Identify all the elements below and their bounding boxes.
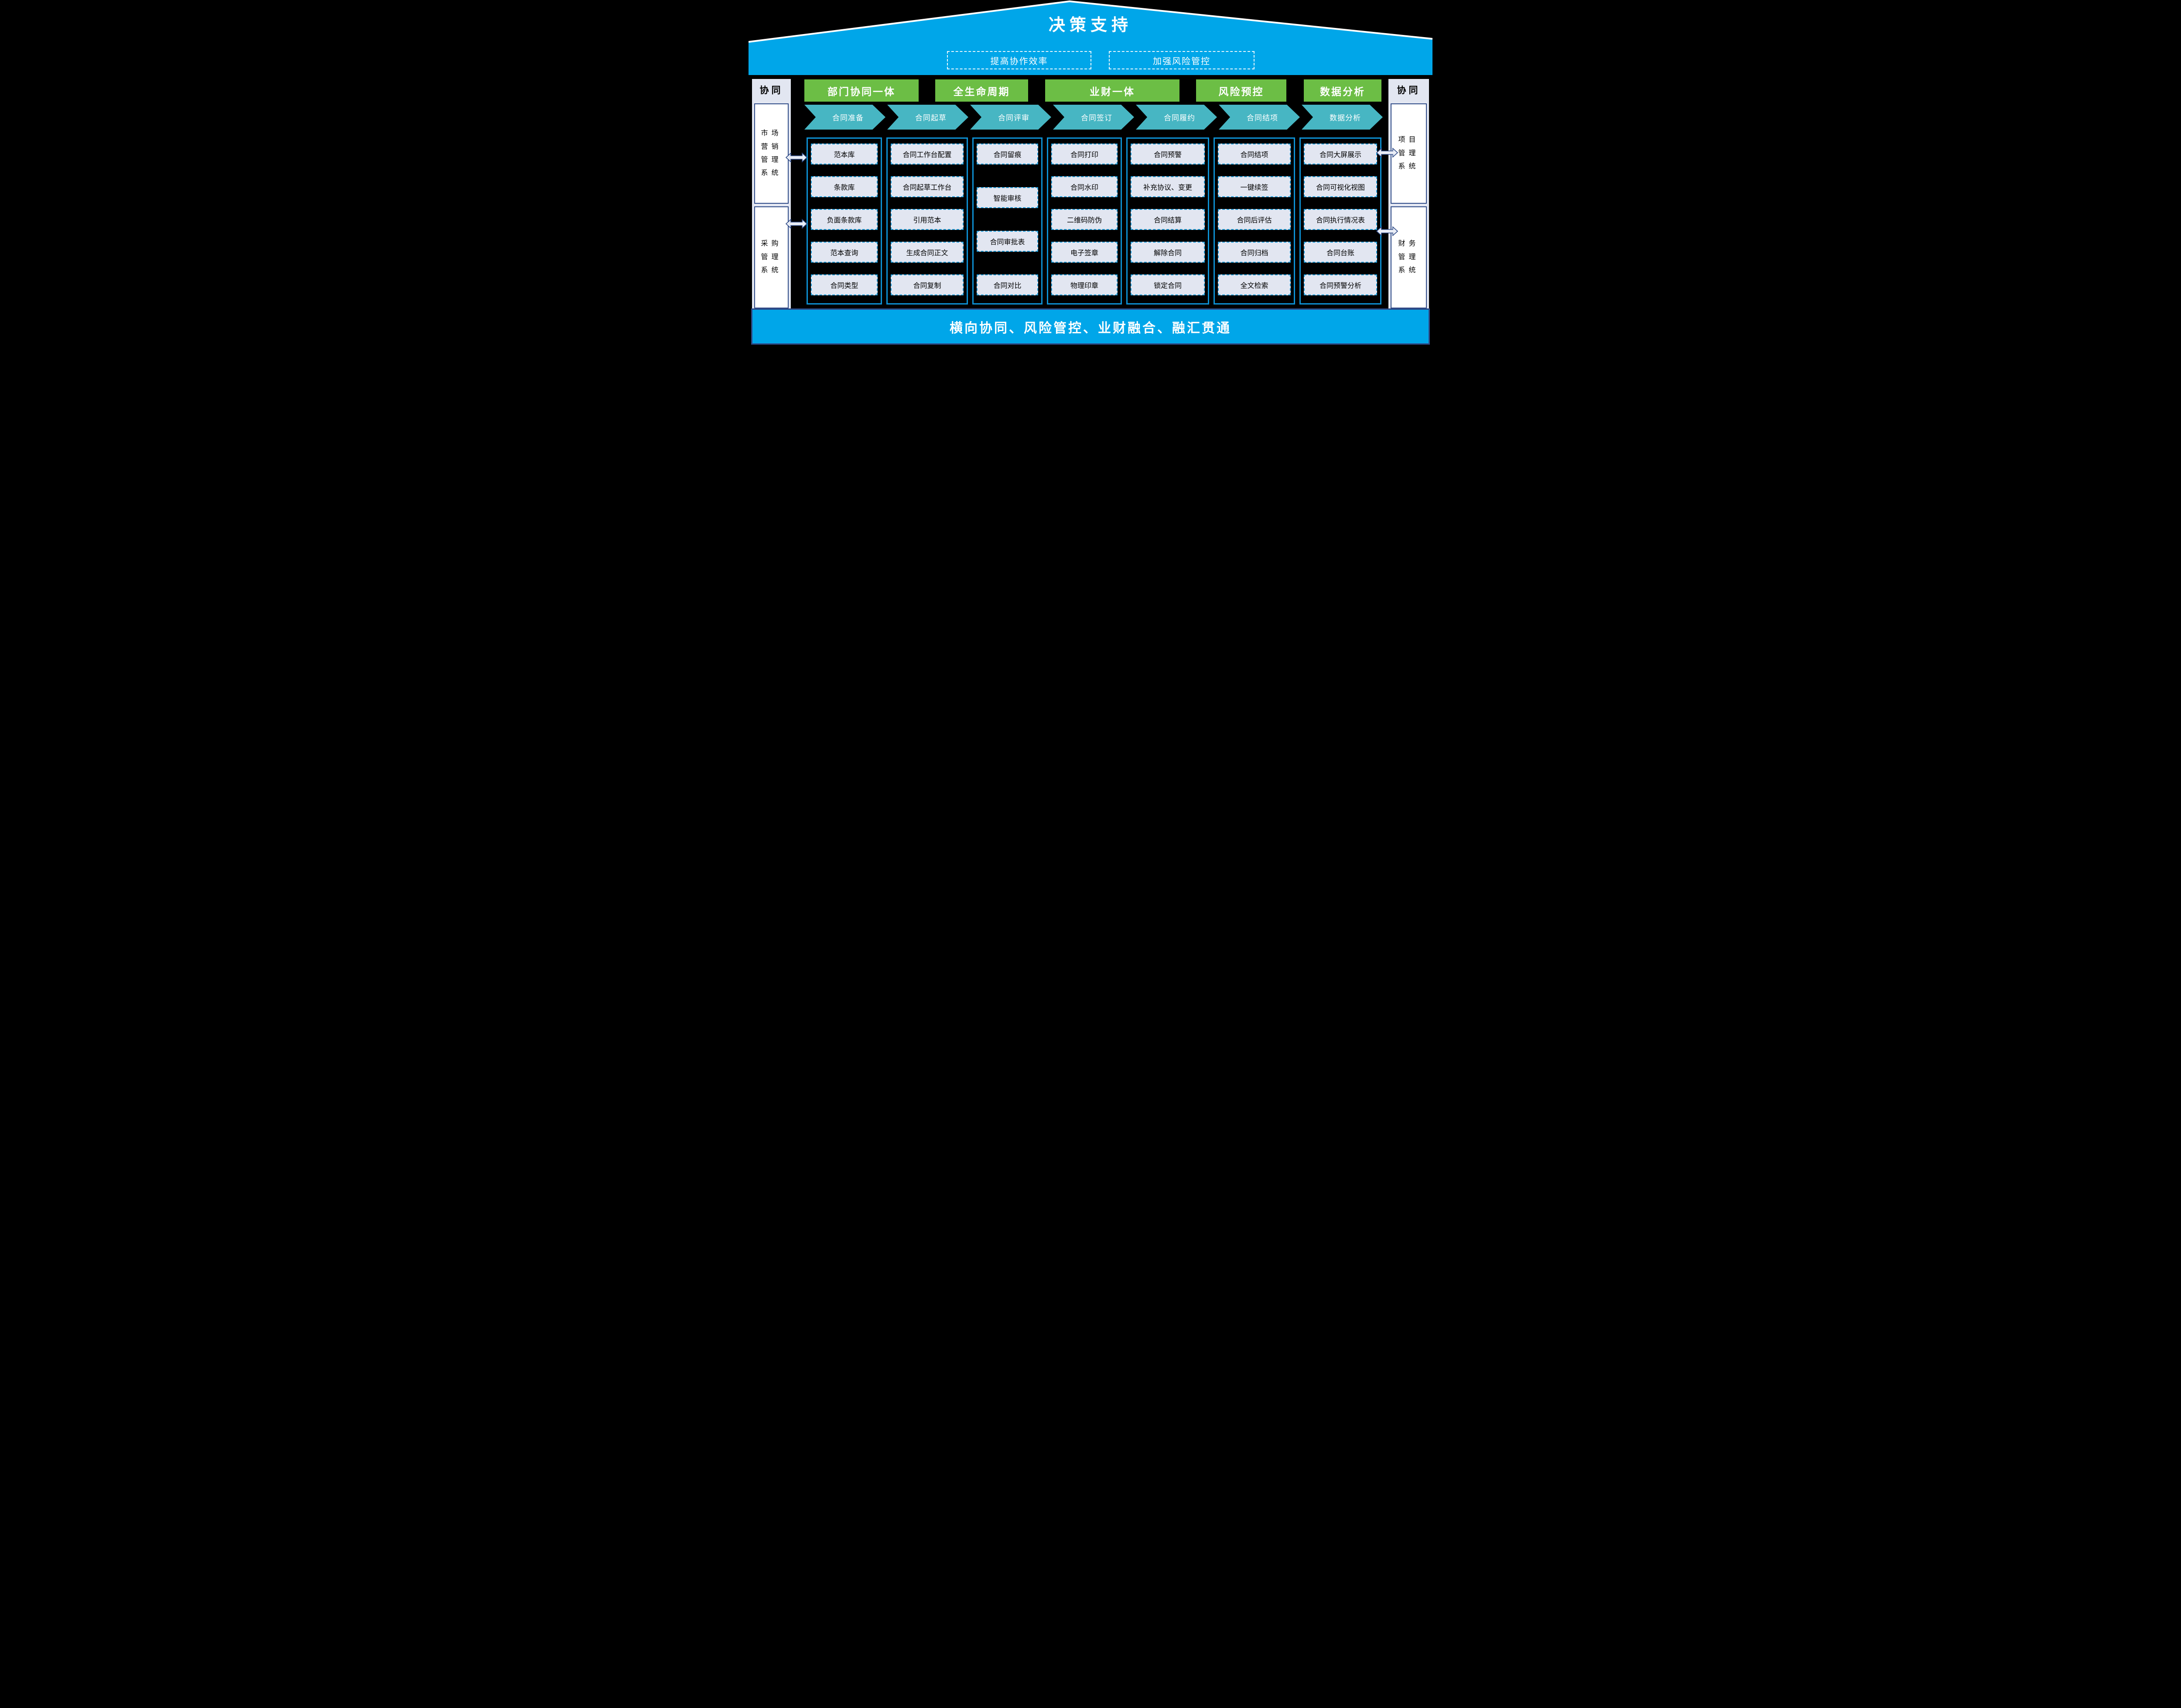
feature-box: 合同类型 (811, 274, 878, 295)
feature-column-draft: 合同工作台配置 合同起草工作台 引用范本 生成合同正文 合同复制 (886, 137, 968, 305)
roof-edge-line (749, 0, 1432, 43)
bottom-banner-text: 横向协同、风险管控、业财融合、融汇贯通 (950, 321, 1231, 335)
feature-box: 电子签章 (1051, 242, 1118, 263)
process-chevron-perform: 合同履约 (1136, 105, 1217, 130)
feature-box: 合同对比 (977, 274, 1038, 295)
process-chevron-review: 合同评审 (970, 105, 1051, 130)
goal-box-collaboration: 提高协作效率 (947, 51, 1091, 69)
feature-box: 二维码防伪 (1051, 209, 1118, 230)
process-chevron-analyze: 数据分析 (1302, 105, 1383, 130)
double-arrow-icon (1376, 226, 1398, 236)
feature-box: 合同打印 (1051, 144, 1118, 164)
function-header-department: 部门协同一体 (804, 79, 919, 102)
feature-box: 负面条款库 (811, 209, 878, 230)
feature-box: 合同可视化视图 (1304, 176, 1377, 197)
system-box-label: 采购管理系统 (761, 240, 782, 274)
feature-box: 合同复制 (891, 274, 964, 295)
contract-management-architecture-diagram: 决策支持 提高协作效率 加强风险管控 协同 市场营销管理系统 采购管理系统 协同… (749, 0, 1432, 347)
feature-box: 合同大屏展示 (1304, 144, 1377, 164)
double-arrow-icon (785, 219, 808, 229)
feature-box: 合同留痕 (977, 144, 1038, 164)
pillar-title: 协同 (759, 86, 783, 96)
decision-support-title: 决策支持 (1048, 16, 1132, 34)
feature-box: 智能审核 (977, 187, 1038, 208)
system-box-procurement: 采购管理系统 (754, 206, 789, 308)
feature-box: 一键续签 (1218, 176, 1291, 197)
goal-box-risk: 加强风险管控 (1109, 51, 1255, 69)
feature-box: 合同结项 (1218, 144, 1291, 164)
feature-box: 合同结算 (1131, 209, 1205, 230)
feature-box: 合同水印 (1051, 176, 1118, 197)
system-box-label: 项目管理系统 (1398, 136, 1419, 171)
right-pillar: 协同 项目管理系统 财务管理系统 (1388, 79, 1429, 308)
function-header-data: 数据分析 (1304, 79, 1381, 102)
feature-box: 生成合同正文 (891, 242, 964, 263)
double-arrow-icon (785, 152, 808, 163)
system-box-marketing: 市场营销管理系统 (754, 103, 789, 204)
feature-box: 范本库 (811, 144, 878, 164)
feature-column-sign: 合同打印 合同水印 二维码防伪 电子签章 物理印章 (1047, 137, 1122, 305)
process-chevron-prepare: 合同准备 (804, 105, 885, 130)
feature-box: 补充协议、变更 (1131, 176, 1205, 197)
left-pillar: 协同 市场营销管理系统 采购管理系统 (752, 79, 791, 308)
system-box-label: 财务管理系统 (1398, 240, 1419, 274)
function-header-risk: 风险预控 (1196, 79, 1286, 102)
feature-column-close: 合同结项 一键续签 合同后评估 合同归档 全文检索 (1214, 137, 1295, 305)
feature-box: 合同后评估 (1218, 209, 1291, 230)
feature-column-review: 合同留痕 智能审核 合同审批表 合同对比 (972, 137, 1043, 305)
feature-box: 合同审批表 (977, 231, 1038, 252)
feature-column-analyze: 合同大屏展示 合同可视化视图 合同执行情况表 合同台账 合同预警分析 (1299, 137, 1381, 305)
feature-box: 合同执行情况表 (1304, 209, 1377, 230)
feature-column-perform: 合同预警 补充协议、变更 合同结算 解除合同 锁定合同 (1126, 137, 1209, 305)
feature-box: 引用范本 (891, 209, 964, 230)
system-box-label: 市场营销管理系统 (761, 130, 782, 177)
feature-box: 合同台账 (1304, 242, 1377, 263)
feature-box: 合同预警分析 (1304, 274, 1377, 295)
feature-box: 全文检索 (1218, 274, 1291, 295)
roof-shape (749, 0, 1432, 45)
system-box-finance: 财务管理系统 (1391, 206, 1427, 308)
feature-column-prepare: 范本库 条款库 负面条款库 范本查询 合同类型 (807, 137, 882, 305)
feature-box: 范本查询 (811, 242, 878, 263)
process-chevron-sign: 合同签订 (1053, 105, 1134, 130)
feature-box: 合同预警 (1131, 144, 1205, 164)
feature-box: 合同起草工作台 (891, 176, 964, 197)
feature-box: 合同工作台配置 (891, 144, 964, 164)
feature-box: 条款库 (811, 176, 878, 197)
feature-box: 锁定合同 (1131, 274, 1205, 295)
function-header-business-finance: 业财一体 (1045, 79, 1179, 102)
top-banner: 提高协作效率 加强风险管控 (749, 45, 1432, 75)
feature-box: 解除合同 (1131, 242, 1205, 263)
process-chevron-close: 合同结项 (1219, 105, 1300, 130)
pillar-title: 协同 (1397, 86, 1421, 96)
roof-triangle (749, 1, 1432, 45)
process-chevron-draft: 合同起草 (887, 105, 968, 130)
double-arrow-icon (1376, 147, 1398, 158)
feature-box: 物理印章 (1051, 274, 1118, 295)
bottom-banner: 横向协同、风险管控、业财融合、融汇贯通 (751, 308, 1430, 345)
function-header-lifecycle: 全生命周期 (935, 79, 1028, 102)
feature-box: 合同归档 (1218, 242, 1291, 263)
